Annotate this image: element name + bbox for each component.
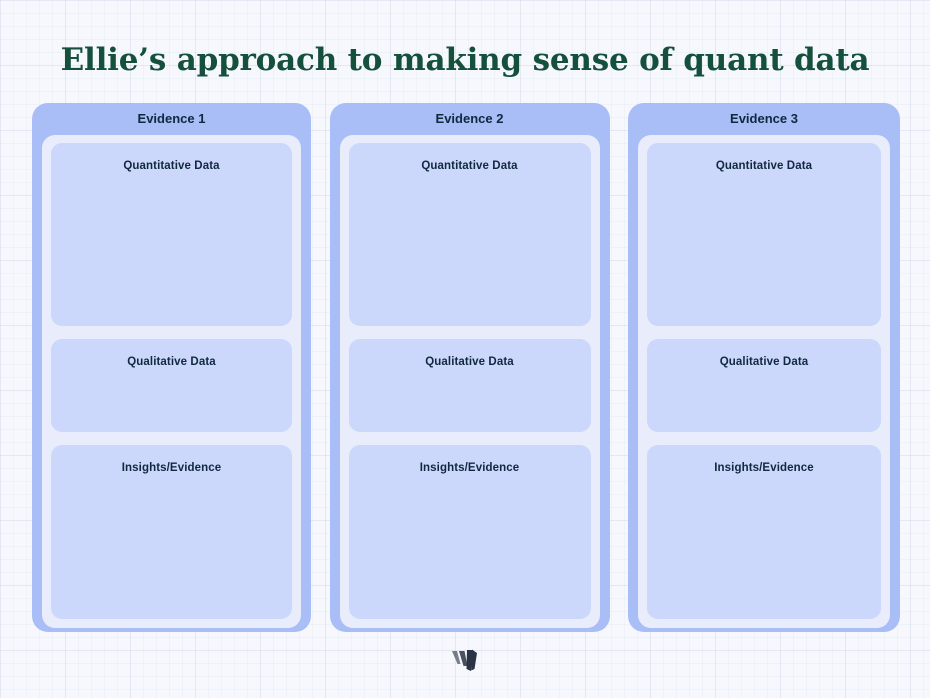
slot-quantitative-2[interactable]: Quantitative Data <box>348 143 591 326</box>
evidence-column-2[interactable]: Evidence 2 Quantitative Data Qualitative… <box>329 103 610 632</box>
slot-quantitative-2-label: Quantitative Data <box>421 160 518 172</box>
evidence-board: Evidence 1 Quantitative Data Qualitative… <box>32 103 900 632</box>
slot-insights-2-label: Insights/Evidence <box>419 462 520 474</box>
evidence-column-3-panel: Quantitative Data Qualitative Data Insig… <box>638 135 890 628</box>
slot-qualitative-2-label: Qualitative Data <box>425 356 514 368</box>
brand-mark-w-logo <box>452 649 477 671</box>
slot-quantitative-3[interactable]: Quantitative Data <box>647 143 881 326</box>
evidence-column-2-panel: Quantitative Data Qualitative Data Insig… <box>339 135 600 628</box>
slot-qualitative-1[interactable]: Qualitative Data <box>51 339 292 432</box>
slot-insights-3-label: Insights/Evidence <box>714 462 814 474</box>
slot-quantitative-3-label: Quantitative Data <box>715 160 813 172</box>
evidence-column-1-panel: Quantitative Data Qualitative Data Insig… <box>42 135 301 628</box>
evidence-column-2-header: Evidence 2 <box>435 111 504 126</box>
footer <box>0 648 930 674</box>
slot-insights-1-label: Insights/Evidence <box>121 462 222 474</box>
slot-qualitative-1-label: Qualitative Data <box>127 356 216 368</box>
evidence-column-3[interactable]: Evidence 3 Quantitative Data Qualitative… <box>628 103 900 632</box>
slot-qualitative-3[interactable]: Qualitative Data <box>647 339 881 432</box>
evidence-column-3-header: Evidence 3 <box>730 111 798 126</box>
page-title: Ellie’s approach to making sense of quan… <box>60 42 870 78</box>
slot-quantitative-1-label: Quantitative Data <box>123 160 220 172</box>
evidence-column-1-header: Evidence 1 <box>137 111 206 126</box>
slot-insights-3[interactable]: Insights/Evidence <box>647 445 881 619</box>
slot-insights-1[interactable]: Insights/Evidence <box>51 445 292 619</box>
slot-qualitative-3-label: Qualitative Data <box>719 356 809 368</box>
evidence-column-1[interactable]: Evidence 1 Quantitative Data Qualitative… <box>32 103 311 632</box>
slot-qualitative-2[interactable]: Qualitative Data <box>348 339 591 432</box>
slot-insights-2[interactable]: Insights/Evidence <box>348 445 591 619</box>
slot-quantitative-1[interactable]: Quantitative Data <box>51 143 292 326</box>
